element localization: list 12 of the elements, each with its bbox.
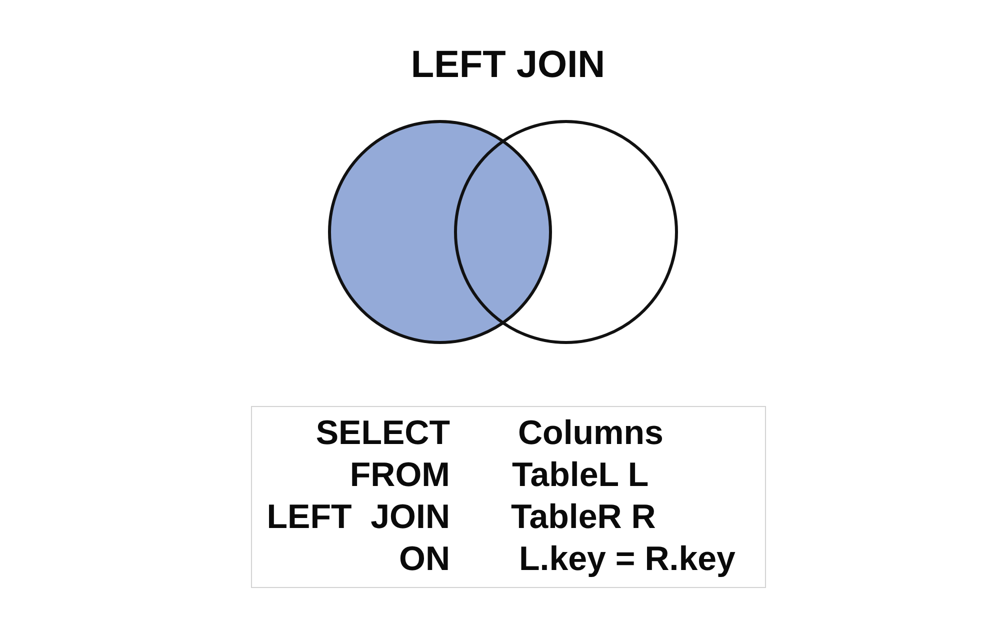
sql-keyword: SELECT (316, 414, 450, 452)
sql-query-box (251, 406, 766, 588)
venn-circle (454, 120, 678, 344)
sql-clause: L.key = R.key (519, 540, 736, 578)
title: LEFT JOIN (410, 43, 606, 88)
sql-clause: TableR R (511, 498, 656, 536)
sql-keyword: FROM (350, 456, 450, 494)
sql-keyword: ON (399, 540, 450, 578)
sql-clause: TableL L (512, 456, 649, 494)
sql-keyword: LEFT JOIN (266, 498, 450, 536)
shaded-venn-circle (328, 120, 552, 344)
sql-clause: Columns (518, 414, 664, 452)
